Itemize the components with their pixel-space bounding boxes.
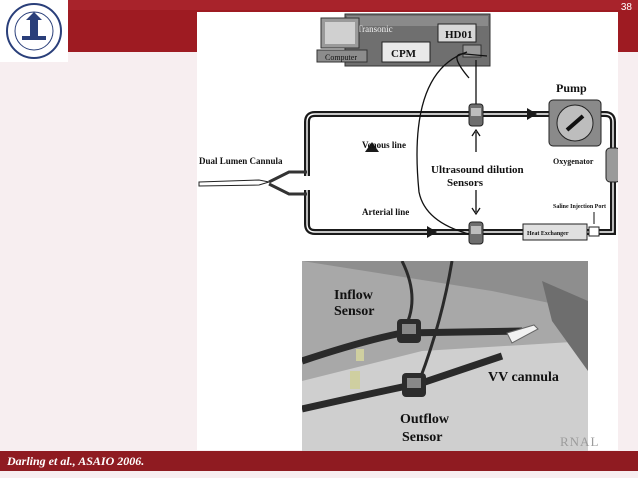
journal-watermark: RNAL [560,434,600,449]
pump-drawing [548,99,602,147]
dual-lumen-cannula-drawing [198,170,307,196]
slide-number: 38 [620,2,632,13]
outflow-label-2: Sensor [402,430,442,445]
arterial-sensor [468,221,484,245]
oxygenator-label: Oxygenator [553,157,594,166]
pump-label: Pump [556,81,587,95]
outflow-label-1: Outflow [400,412,450,427]
computer-label: Computer [325,53,357,62]
heat-exchanger-drawing [522,223,588,241]
citation: Darling et al., ASAIO 2006. [7,454,145,468]
transonic-monitor: Transonic HD01 CPM [344,13,491,67]
saline-port-drawing [588,226,600,237]
sensors-label-1: Ultrasound dilution [431,164,524,176]
top-band [0,0,638,10]
sensor-cable-top [456,53,488,79]
inflow-label-1: Inflow [334,288,374,303]
arterial-line-label: Arterial line [362,207,409,217]
flow-arrow-arterial [427,226,437,238]
monitor-model: HD01 [445,29,473,41]
oxygenator-drawing [605,147,621,183]
venous-line-label: Venous line [362,140,406,150]
ecmo-circuit-diagram: Transonic HD01 CPM Computer [198,13,621,245]
inflow-label-2: Sensor [334,304,374,319]
vv-cannula-label: VV cannula [488,370,559,385]
flow-arrow-top [527,108,537,120]
dual-lumen-cannula-label: Dual Lumen Cannula [199,156,283,166]
university-logo [0,0,68,62]
venous-sensor [468,103,484,127]
monitor-module: CPM [391,48,417,60]
saline-port-label: Saline Injection Port [553,204,606,210]
clinical-photo: Inflow Sensor VV cannula Outflow Sensor [302,261,588,452]
monitor-brand: Transonic [357,24,393,34]
footer-bar [0,451,638,471]
sensor-cable-bottom [416,51,470,235]
flow-arrow-venous [365,142,379,152]
computer-icon: Computer [316,17,368,63]
sensors-label-2: Sensors [447,177,484,189]
heat-exchanger-label: Heat Exchanger [527,231,569,237]
